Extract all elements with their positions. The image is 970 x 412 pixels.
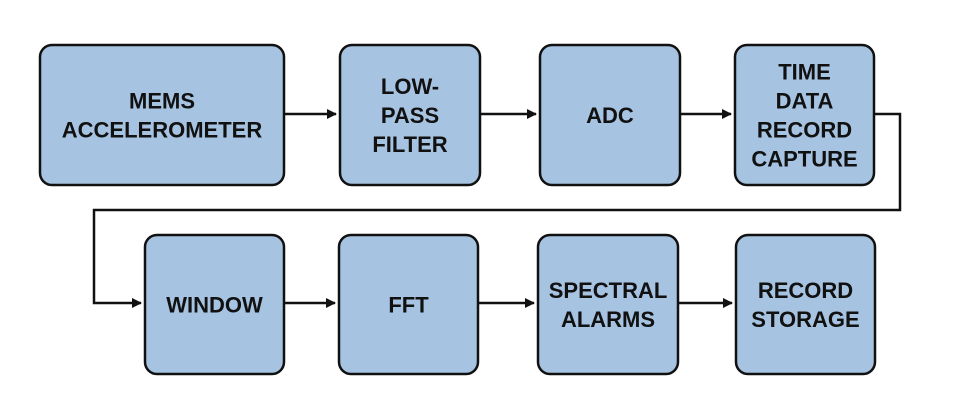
block-label-line: DATA xyxy=(776,89,834,114)
block-label-line: TIME xyxy=(778,60,831,85)
fft-block: FFT xyxy=(337,233,480,376)
block-label-line: ACCELEROMETER xyxy=(62,118,263,143)
record-storage-block: RECORD STORAGE xyxy=(734,233,877,376)
block-label-line: FFT xyxy=(388,293,429,318)
block-label-line: CAPTURE xyxy=(751,147,857,172)
block-label-line: ALARMS xyxy=(561,307,655,332)
block-label-line: SPECTRAL xyxy=(549,278,668,303)
block-label-line: FILTER xyxy=(372,132,447,157)
arrow-capture-to-window xyxy=(92,112,902,308)
block-label-line: LOW- xyxy=(381,74,439,99)
time-data-record-capture-block: TIME DATA RECORD CAPTURE xyxy=(733,43,876,187)
spectral-alarms-block: SPECTRAL ALARMS xyxy=(536,233,680,376)
window-block: WINDOW xyxy=(143,233,286,376)
block-label-line: PASS xyxy=(381,103,439,128)
block-label-line: RECORD xyxy=(758,278,853,303)
low-pass-filter-block: LOW- PASS FILTER xyxy=(338,43,482,187)
block-label-line: STORAGE xyxy=(751,307,859,332)
adc-block: ADC xyxy=(538,43,682,187)
block-label-line: RECORD xyxy=(757,118,852,143)
mems-accelerometer-block: MEMS ACCELEROMETER xyxy=(38,43,286,187)
connectors xyxy=(92,109,902,308)
block-label-line: WINDOW xyxy=(166,293,263,318)
block-label-line: ADC xyxy=(586,103,634,128)
block-label-line: MEMS xyxy=(129,89,195,114)
